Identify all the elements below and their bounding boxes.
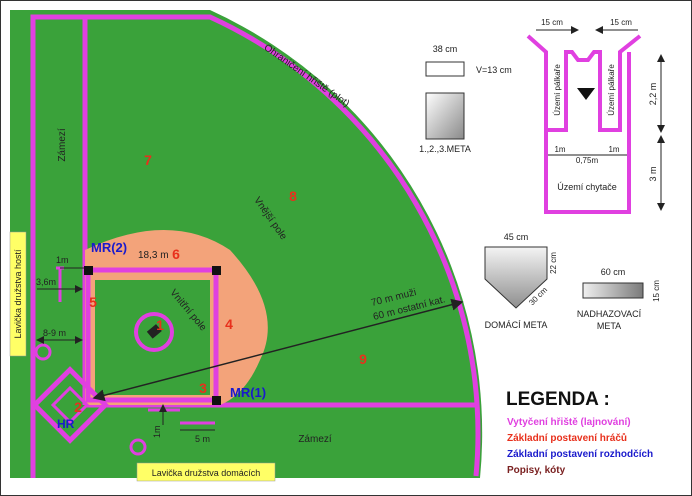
cb-075-label: 0,75m xyxy=(576,156,599,165)
base-height-label: V=13 cm xyxy=(476,65,512,75)
base-side-view xyxy=(425,61,465,77)
bench-home xyxy=(136,462,276,482)
pitcher-plate-label-1: NADHAZOVACÍ xyxy=(577,309,642,319)
cb-15cm-right-label: 15 cm xyxy=(610,18,632,27)
legend-item-2: Základní postavení hráčů xyxy=(507,432,627,444)
cb-catcher-label: Území chytače xyxy=(557,182,617,192)
cb-batter-right-label: Území pálkaře xyxy=(607,64,616,116)
player-position-2: 2 xyxy=(74,399,82,415)
player-position-5: 5 xyxy=(89,294,97,310)
base-top-view xyxy=(425,92,465,140)
player-position-1: 1 xyxy=(156,317,164,333)
pitcher-plate-width-label: 60 cm xyxy=(601,267,626,277)
outer-fence-line xyxy=(30,14,481,478)
first-base-corner xyxy=(212,266,221,275)
bench-visitors-label: Lavička družstva hostí xyxy=(13,249,23,339)
legend-item-4: Popisy, kóty xyxy=(507,465,566,476)
legend-item-3: Základní postavení rozhodčích xyxy=(507,449,653,460)
bench-marker-visitors xyxy=(34,343,52,361)
legend-title: LEGENDA : xyxy=(506,389,610,410)
dim-5m-label: 5 m xyxy=(195,434,210,444)
legend-items: Vytyčení hřiště (lajnování) Základní post… xyxy=(507,417,653,476)
cb-15cm-left-label: 15 cm xyxy=(541,18,563,27)
umpire-mr1: MR(1) xyxy=(230,385,266,400)
second-base xyxy=(84,266,93,275)
bench-home-label: Lavička družstva domácích xyxy=(152,468,261,478)
cb-1m-right-label: 1m xyxy=(608,145,619,154)
pitcher-plate-shape xyxy=(582,282,644,299)
home-plate-shape xyxy=(484,246,548,309)
cb-22m-label: 2,2 m xyxy=(648,83,658,106)
umpire-mr2: MR(2) xyxy=(91,240,127,255)
base-distance-label: 18,3 m xyxy=(138,250,169,261)
umpire-hr: HR xyxy=(57,417,75,431)
catcher-box-diagram xyxy=(526,34,642,214)
pitcher-plate-label-2: META xyxy=(597,321,621,331)
pitcher-plate-height-label: 15 cm xyxy=(652,280,661,302)
third-base xyxy=(212,396,221,405)
dim-1m-top-label: 1m xyxy=(56,255,69,265)
dim-1m-bottom-label: 1m xyxy=(152,425,162,438)
player-position-8: 8 xyxy=(289,188,297,204)
bench-visitors xyxy=(9,231,27,357)
player-position-3: 3 xyxy=(199,380,207,396)
players: 1 2 3 4 5 6 7 8 9 xyxy=(74,152,367,415)
distance-arrow xyxy=(92,298,464,402)
cb-3m-label: 3 m xyxy=(648,166,658,181)
legend-item-1: Vytyčení hřiště (lajnování) xyxy=(507,417,631,428)
home-plate-width-label: 45 cm xyxy=(504,232,529,242)
dim-36m-label: 3,6m xyxy=(36,277,56,287)
dim-89m-label: 8-9 m xyxy=(43,328,66,338)
player-position-6: 6 xyxy=(172,246,180,262)
base-detail-label: 1.,2.,3.META xyxy=(419,144,471,154)
cb-batter-left-label: Území pálkaře xyxy=(553,64,562,116)
base-width-label: 38 cm xyxy=(433,44,458,54)
backstop-bottom-label: Zámezí xyxy=(298,434,332,445)
player-position-9: 9 xyxy=(359,351,367,367)
backstop-left-label: Zámezí xyxy=(57,128,68,162)
home-plate-side-label: 22 cm xyxy=(549,252,558,274)
player-position-4: 4 xyxy=(225,316,233,332)
player-position-7: 7 xyxy=(144,152,152,168)
cb-1m-left-label: 1m xyxy=(554,145,565,154)
home-plate-label: DOMÁCÍ META xyxy=(485,320,548,330)
home-plate-area xyxy=(31,366,109,444)
bench-marker-home xyxy=(129,438,147,456)
